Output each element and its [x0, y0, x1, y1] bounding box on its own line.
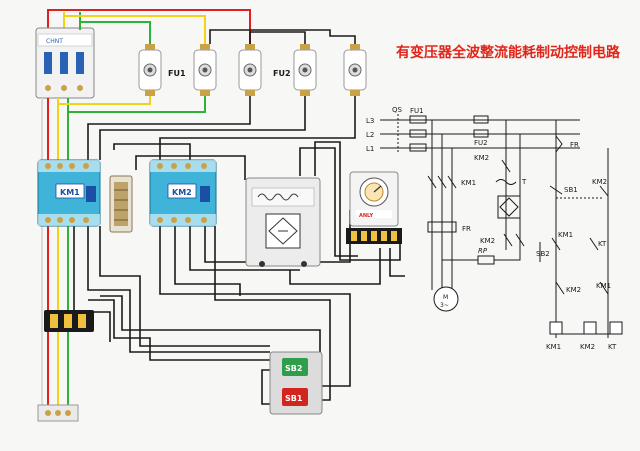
breaker-toggle-3	[76, 52, 84, 74]
label-motor-m: M	[443, 294, 448, 301]
sb2-wiring-label: SB2	[285, 364, 302, 373]
push-button-box: SB2 SB1	[269, 351, 323, 415]
fu2-fuse-2	[473, 129, 489, 138]
label-km2-mid: KM2	[480, 237, 495, 245]
label-fr-ctrl: FR	[570, 141, 579, 149]
stop-button-sb1	[282, 388, 308, 406]
breaker-toggle-1	[44, 52, 52, 74]
contactor-km2: KM2	[149, 159, 217, 227]
fu1-fuse-1	[409, 115, 427, 124]
label-km2-l: KM2	[566, 286, 581, 294]
label-coil-km1: KM1	[546, 343, 561, 351]
label-fu2: FU2	[474, 139, 488, 147]
breaker-toggle-2	[60, 52, 68, 74]
adjustable-resistor	[109, 175, 133, 233]
timer-relay: ANLY	[346, 171, 402, 244]
label-qs: QS	[392, 106, 403, 114]
label-l3: L3	[366, 117, 374, 125]
km2-wiring-label: KM2	[172, 188, 192, 197]
fuse-fu2-2	[343, 44, 367, 96]
rp-resistor	[477, 255, 495, 265]
thermal-relay	[44, 310, 94, 332]
km1-wiring-label: KM1	[60, 188, 80, 197]
wiring-section: CHNT	[35, 9, 405, 422]
label-rp: RP	[478, 247, 488, 255]
motor-terminal-block	[37, 404, 79, 422]
label-motor-3: 3~	[440, 302, 449, 309]
label-km1-main: KM1	[461, 179, 476, 187]
label-coil-kt: KT	[608, 343, 617, 351]
label-km1-c: KM1	[558, 231, 573, 239]
motor-symbol	[433, 286, 459, 312]
fu1-label: FU1	[168, 69, 186, 78]
label-l2: L2	[366, 131, 374, 139]
coil-km2	[583, 321, 597, 335]
fuse-feed-green	[79, 21, 151, 50]
schematic-section	[380, 114, 623, 338]
transformer-rectifier	[245, 177, 321, 267]
fuse-fu1-3	[238, 44, 262, 96]
fuse-feed-yellow	[63, 15, 206, 50]
contactor-km1: KM1	[37, 159, 101, 227]
label-t: T	[521, 178, 527, 186]
diagram-title: 有变压器全波整流能耗制动控制电路	[396, 44, 621, 61]
label-sb1: SB1	[564, 186, 578, 194]
label-fr-main: FR	[462, 225, 471, 233]
fuse-return-green	[67, 90, 206, 118]
coil-km1	[549, 321, 563, 335]
fu2-label: FU2	[273, 69, 291, 78]
timer-brand: ANLY	[359, 213, 373, 219]
start-button-sb2	[282, 358, 308, 376]
fuse-fu1-2	[193, 44, 217, 96]
breaker-brand: CHNT	[46, 38, 63, 45]
fuse-return-yellow	[57, 90, 151, 110]
label-kt-c: KT	[598, 240, 607, 248]
fuse-fu2-1	[293, 44, 317, 96]
transformer-symbol	[495, 179, 517, 185]
fu1-fuse-2	[409, 129, 427, 138]
circuit-breaker: CHNT	[35, 27, 95, 99]
label-coil-km2: KM2	[580, 343, 595, 351]
label-km2-r1: KM2	[592, 178, 607, 186]
label-fu1: FU1	[410, 107, 424, 115]
fuse-fu1-1	[138, 44, 162, 96]
fu1-fuse-3	[409, 143, 427, 152]
label-sb2: SB2	[536, 250, 550, 258]
schematic-labels: L3 L2 L1 QS FU1 FU2 KM2 KM1 T FR KM2 RP …	[366, 106, 617, 351]
coil-kt	[609, 321, 623, 335]
label-l1: L1	[366, 145, 374, 153]
sb1-wiring-label: SB1	[285, 394, 303, 403]
fu2-fuse-1	[473, 115, 489, 124]
label-km1-r: KM1	[596, 282, 611, 290]
label-km2-top: KM2	[474, 154, 489, 162]
